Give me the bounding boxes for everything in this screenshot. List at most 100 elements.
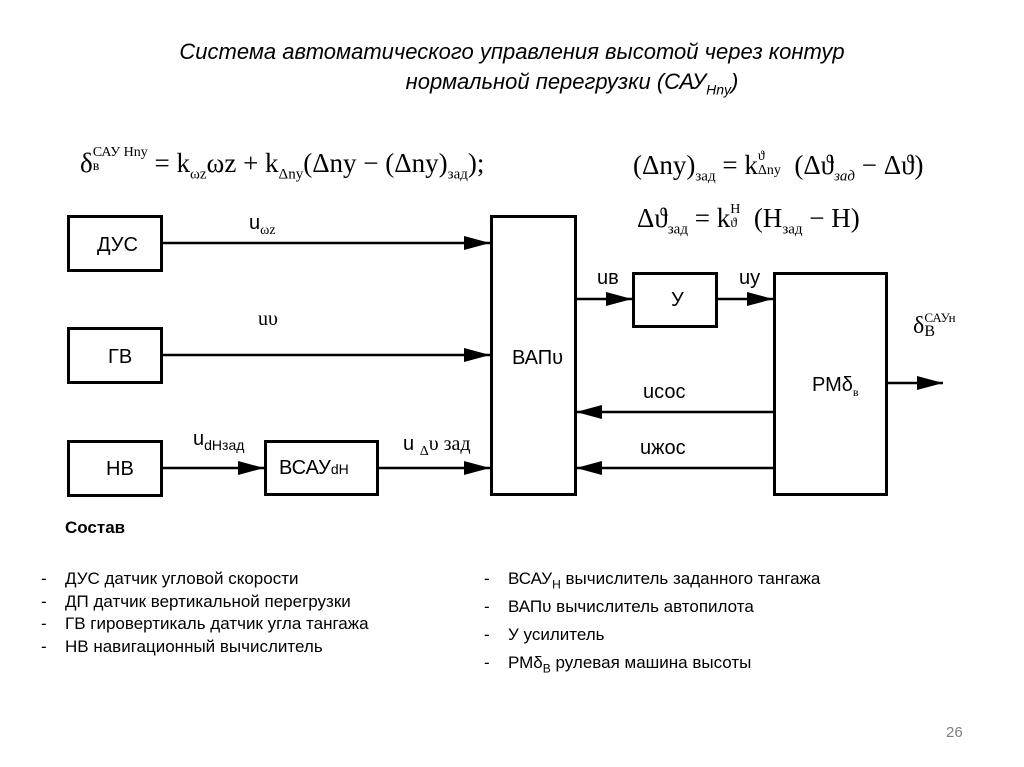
list-item: -ВАПυ вычислитель автопилота [484,596,820,624]
f2-k: k [744,150,758,180]
f2-k-sub: Δny [757,162,781,178]
f-eq: = [154,148,170,178]
title-subscript: Hny [706,81,732,98]
f-lhs-sup: САУ Hny [92,144,148,160]
block-rm: РМδв [773,272,888,496]
f-term1: ωz [206,148,237,178]
f-lhs: δ [80,148,93,178]
dash: - [41,636,47,656]
composition-heading: Состав [65,518,126,537]
block-u: У [632,272,718,328]
sig-u-dh-sub: dHзад [204,437,245,453]
f-plus: + [243,148,259,178]
block-rm-label: РМδ [812,374,853,396]
block-vsau: ВСАУdH [264,440,379,496]
f3-k: k [716,203,731,233]
item-sub: В [542,661,551,676]
signal-u-dh: udHзад [193,428,244,453]
f3-rhs: (H [753,203,783,233]
signal-u-omega: uωz [249,212,276,239]
list-item: -ВСАУН вычислитель заданного тангажа [484,568,820,596]
sig-u-omega-sub: ωz [260,223,276,238]
signal-u-zhos: uжос [640,437,686,459]
composition-list-right: -ВСАУН вычислитель заданного тангажа -ВА… [484,568,820,680]
item-text: вычислитель заданного тангажа [560,569,821,588]
f2-lhs: (Δny) [633,150,696,180]
sig-u-dh: u [193,428,205,450]
title-end: ) [731,69,739,94]
list-item: -ДУС датчик угловой скорости [41,568,369,591]
item-sub: Н [552,577,561,592]
f2-rhs-end: − Δϑ) [855,150,924,180]
block-gv: ГВ [67,327,163,384]
block-dus-label: ДУС [97,234,138,256]
f3-lhs: Δϑ [637,203,668,233]
list-item: -ДП датчик вертикальной перегрузки [41,591,369,614]
list-item: -ГВ гировертикаль датчик угла тангажа [41,613,369,636]
f3-eq: = [694,203,710,233]
signal-u-y: uу [739,267,761,289]
title-text: нормальной перегрузки (САУ [405,69,707,94]
item-abbr: РМδ [508,652,543,672]
slide-title-line1: Система автоматического управления высот… [179,39,845,64]
dash: - [484,569,490,588]
list-item: -У усилитель [484,624,820,652]
item-text: рулевая машина высоты [550,652,752,672]
f3-rhs-sub: зад [782,221,803,238]
block-vap: ВАПυ [490,215,577,496]
f-k1-sub: ωz [190,166,207,183]
list-item: -НВ навигационный вычислитель [41,636,369,659]
block-u-label: У [671,289,684,311]
f3-rhs-end: − H) [802,203,860,233]
sig-u: u [249,212,261,234]
item-text: ДУС датчик угловой скорости [65,569,299,588]
f-lhs-sub: в [92,158,100,174]
item-text: НВ навигационный вычислитель [65,636,323,656]
dash: - [484,596,490,616]
f2-rhs: (Δϑ [794,150,835,180]
block-vsau-sub: dH [330,461,349,477]
item-text: вычислитель автопилота [551,596,754,616]
sig-out: δ [913,313,925,339]
f-end: ); [467,148,485,178]
item-text: усилитель [518,624,605,644]
dash: - [41,614,47,633]
f-rest-sub: зад [447,166,468,183]
f-k2-sub: Δny [278,166,304,183]
list-item: -РМδВ рулевая машина высоты [484,652,820,680]
signal-u-theta: uυ [258,308,278,330]
sig-out-sup: САУн [924,310,956,326]
block-vsau-label: ВСАУ [279,457,331,479]
block-nv: НВ [67,440,163,497]
sig-u-dtheta: u [403,433,415,455]
item-abbr: ВСАУ [508,569,553,588]
item-text: ГВ гировертикаль датчик угла тангажа [65,614,369,633]
dash: - [484,624,490,644]
item-text: ДП датчик вертикальной перегрузки [65,591,351,611]
signal-u-sos: uсос [643,381,686,403]
item-abbr: ВАПυ [508,596,552,616]
slide-title-line2: нормальной перегрузки (САУHny) [60,68,1024,103]
dash: - [484,652,490,672]
f2-eq: = [722,150,738,180]
f3-k-sub: ϑ [730,215,738,231]
block-dus: ДУС [67,215,163,272]
item-abbr: У [508,624,519,644]
signal-u-v: uв [597,267,619,289]
f2-k-sup: ϑ [757,148,765,164]
f-rest: (Δny − (Δny) [303,148,448,178]
f3-lhs-sub: зад [667,221,688,238]
sig-u-dtheta-rest: υ зад [428,433,471,455]
sig-out-sub: В [924,323,935,341]
f-k2: k [265,148,279,178]
block-gv-label: ГВ [108,346,133,368]
f2-rhs-sub: зад [834,168,856,185]
f3-k-sup: H [730,201,741,217]
block-nv-label: НВ [106,458,134,480]
sig-u-dtheta-sub: Δ [419,444,429,459]
